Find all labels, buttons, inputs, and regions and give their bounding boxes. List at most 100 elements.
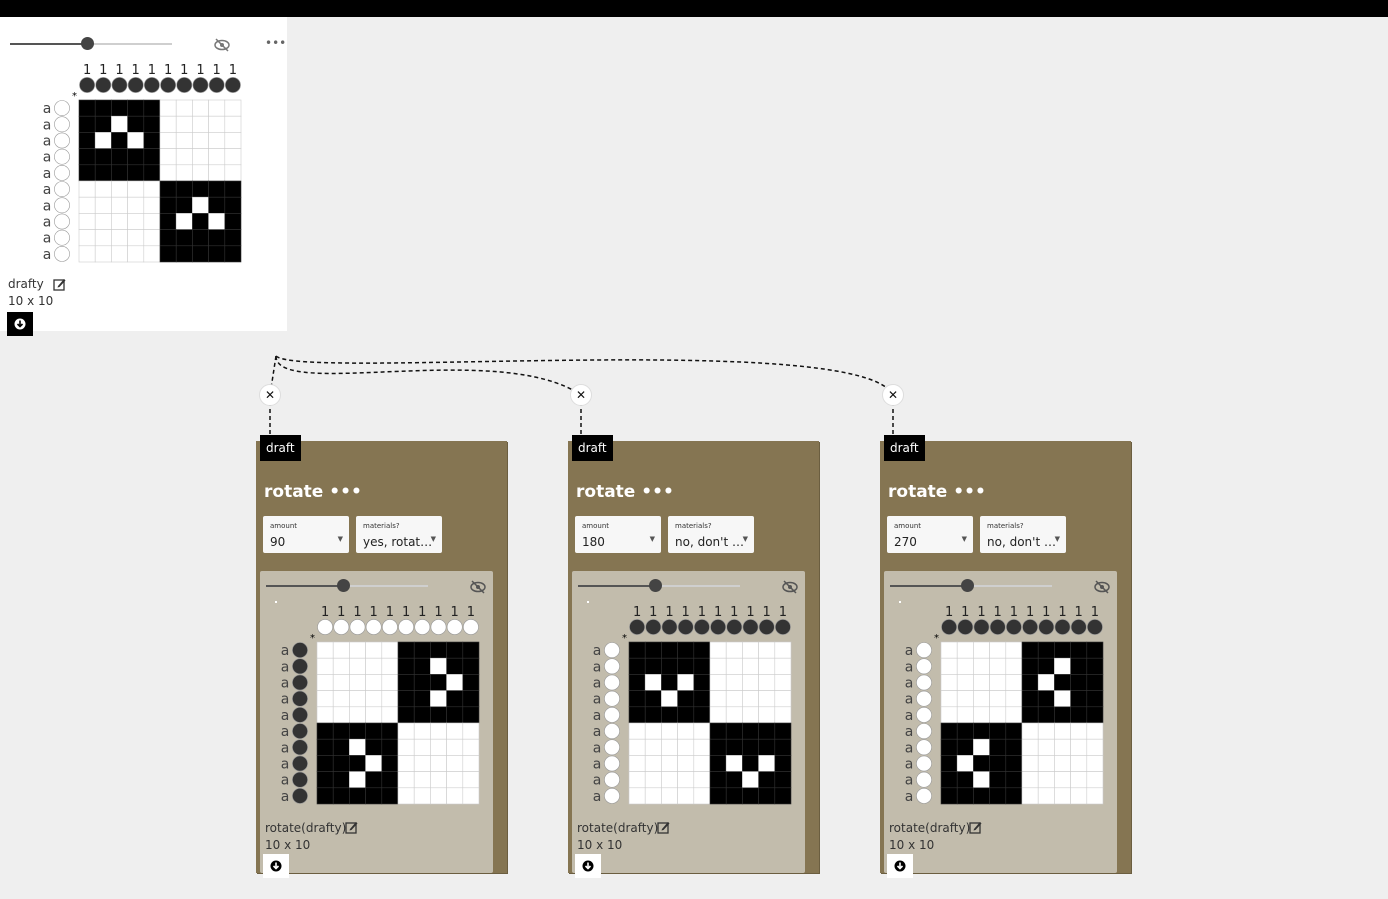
weft-material-circle[interactable] xyxy=(54,116,70,133)
draft-cell[interactable] xyxy=(192,245,209,263)
draft-cell[interactable] xyxy=(143,245,161,263)
draft-cell[interactable] xyxy=(94,213,112,230)
zoom-slider-thumb[interactable] xyxy=(961,579,974,592)
draft-cell[interactable] xyxy=(94,196,112,214)
draft-tab[interactable]: draft xyxy=(572,435,613,461)
draft-cell[interactable] xyxy=(224,229,242,247)
draft-cell[interactable] xyxy=(224,132,242,149)
draft-tab[interactable]: draft xyxy=(260,435,301,461)
draft-cell[interactable] xyxy=(94,164,112,182)
weft-material-circle[interactable] xyxy=(54,245,70,262)
draft-cell[interactable] xyxy=(127,196,145,214)
zoom-slider[interactable] xyxy=(578,579,740,592)
draft-cell[interactable] xyxy=(127,132,145,149)
zoom-slider-thumb[interactable] xyxy=(649,579,662,592)
draft-cell[interactable] xyxy=(94,132,112,149)
draft-cell[interactable] xyxy=(143,164,161,182)
download-button[interactable] xyxy=(263,854,289,878)
draft-cell[interactable] xyxy=(94,99,112,117)
operation-title[interactable]: rotate ••• xyxy=(264,482,362,502)
draft-cell[interactable] xyxy=(159,229,177,247)
draft-cell[interactable] xyxy=(111,115,128,133)
close-icon[interactable]: ✕ xyxy=(259,384,281,406)
draft-cell[interactable] xyxy=(192,180,209,198)
draft-cell[interactable] xyxy=(192,164,209,182)
draft-cell[interactable] xyxy=(94,148,112,166)
edit-icon[interactable] xyxy=(969,821,982,834)
warp-material-circle[interactable] xyxy=(160,77,176,93)
draft-cell[interactable] xyxy=(224,213,242,230)
draft-cell[interactable] xyxy=(175,229,193,247)
draft-cell[interactable] xyxy=(111,99,128,117)
amount-select[interactable]: amount 90 ▼ xyxy=(263,516,349,553)
draft-cell[interactable] xyxy=(127,99,145,117)
draft-cell[interactable] xyxy=(208,99,226,117)
draft-cell[interactable] xyxy=(94,115,112,133)
draft-cell[interactable] xyxy=(78,148,96,166)
draft-cell[interactable] xyxy=(192,229,209,247)
draft-cell[interactable] xyxy=(175,164,193,182)
draft-cell[interactable] xyxy=(224,99,242,117)
draft-cell[interactable] xyxy=(192,148,209,166)
draft-cell[interactable] xyxy=(224,245,242,263)
download-button[interactable] xyxy=(575,854,601,878)
draft-cell[interactable] xyxy=(94,229,112,247)
draft-cell[interactable] xyxy=(224,148,242,166)
draft-cell[interactable] xyxy=(78,132,96,149)
draft-cell[interactable] xyxy=(143,148,161,166)
draft-cell[interactable] xyxy=(78,99,96,117)
draft-cell[interactable] xyxy=(78,213,96,230)
draft-cell[interactable] xyxy=(111,245,128,263)
warp-material-circle[interactable] xyxy=(208,77,225,93)
draft-cell[interactable] xyxy=(175,132,193,149)
draft-cell[interactable] xyxy=(78,180,96,198)
draft-cell[interactable] xyxy=(159,196,177,214)
materials-select[interactable]: materials? yes, rotat… ▼ xyxy=(356,516,442,553)
draft-cell[interactable] xyxy=(159,115,177,133)
weft-material-circle[interactable] xyxy=(54,148,70,165)
weft-material-circle[interactable] xyxy=(54,213,70,230)
warp-material-circle[interactable] xyxy=(143,77,160,93)
draft-cell[interactable] xyxy=(78,229,96,247)
eye-off-icon[interactable] xyxy=(781,580,799,594)
draft-cell[interactable] xyxy=(111,180,128,198)
draft-cell[interactable] xyxy=(143,180,161,198)
draft-cell[interactable] xyxy=(78,115,96,133)
draft-cell[interactable] xyxy=(127,115,145,133)
draft-cell[interactable] xyxy=(224,164,242,182)
amount-select[interactable]: amount 270 ▼ xyxy=(887,516,973,553)
amount-select[interactable]: amount 180 ▼ xyxy=(575,516,661,553)
warp-material-circle[interactable] xyxy=(79,77,95,93)
eye-off-icon[interactable] xyxy=(469,580,487,594)
eye-off-icon[interactable] xyxy=(213,38,231,52)
edit-icon[interactable] xyxy=(345,821,358,834)
download-button[interactable] xyxy=(887,854,913,878)
edit-icon[interactable] xyxy=(53,278,66,291)
draft-cell[interactable] xyxy=(78,164,96,182)
draft-cell[interactable] xyxy=(159,180,177,198)
draft-cell[interactable] xyxy=(127,213,145,230)
draft-cell[interactable] xyxy=(192,196,209,214)
draft-cell[interactable] xyxy=(192,213,209,230)
zoom-slider[interactable] xyxy=(266,579,428,592)
draft-cell[interactable] xyxy=(208,229,226,247)
draft-cell[interactable] xyxy=(175,180,193,198)
draft-cell[interactable] xyxy=(175,99,193,117)
operation-title[interactable]: rotate ••• xyxy=(576,482,674,502)
draft-cell[interactable] xyxy=(143,115,161,133)
weft-material-circle[interactable] xyxy=(54,100,70,116)
draft-cell[interactable] xyxy=(111,132,128,149)
card-header-bar[interactable] xyxy=(0,0,1388,17)
draft-cell[interactable] xyxy=(143,213,161,230)
draft-cell[interactable] xyxy=(175,148,193,166)
draft-cell[interactable] xyxy=(78,245,96,263)
draft-cell[interactable] xyxy=(224,196,242,214)
warp-material-circle[interactable] xyxy=(224,77,241,93)
draft-cell[interactable] xyxy=(159,132,177,149)
warp-material-circle[interactable] xyxy=(176,77,193,93)
draft-tab[interactable]: draft xyxy=(884,435,925,461)
zoom-slider[interactable] xyxy=(10,37,172,50)
draft-cell[interactable] xyxy=(159,164,177,182)
draft-cell[interactable] xyxy=(208,213,226,230)
